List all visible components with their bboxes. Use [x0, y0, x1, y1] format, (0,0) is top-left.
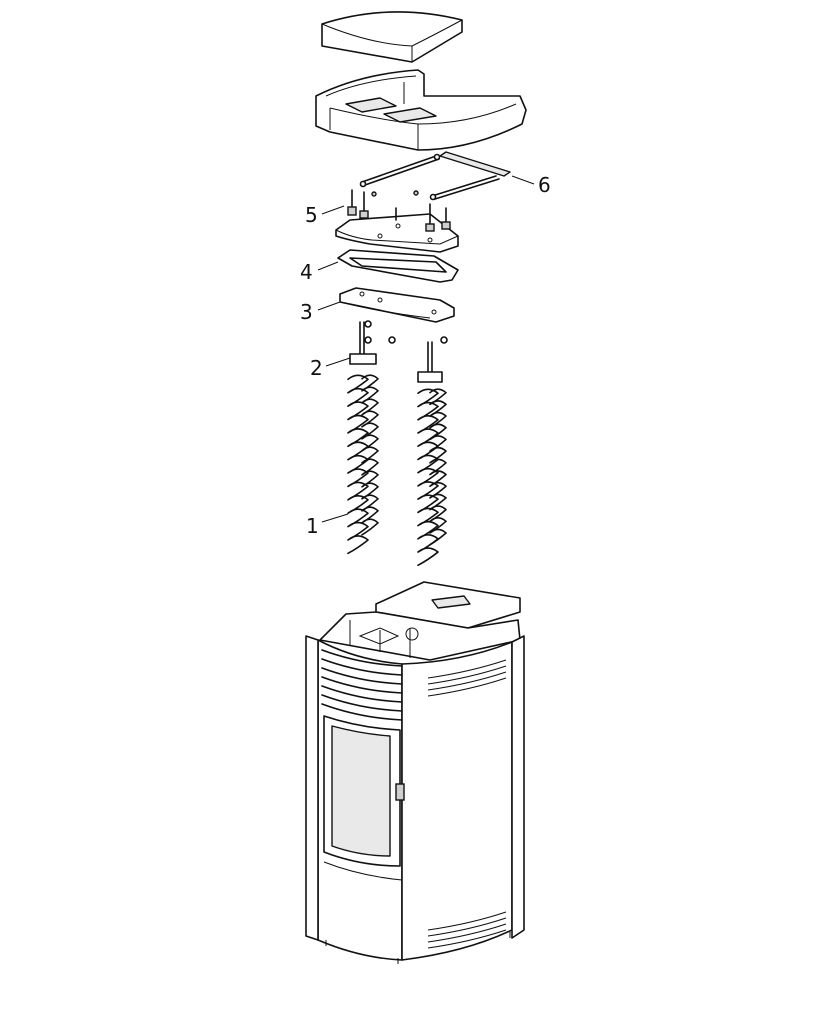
side-vent-slot: [427, 929, 507, 949]
callout-5-label: 5: [305, 203, 318, 227]
grille-slat: [321, 685, 403, 703]
callout-4-label: 4: [300, 260, 313, 284]
grille-slat: [321, 703, 403, 721]
callout-2-label: 2: [310, 356, 323, 380]
callout-1-label: 1: [306, 514, 319, 538]
grille-slat: [321, 694, 403, 712]
side-vent-slot: [427, 659, 507, 679]
grille-slat: [321, 658, 403, 676]
plate-part-5: [335, 189, 459, 253]
gasket-part-4: [337, 249, 459, 283]
stove-body: [305, 581, 525, 964]
side-vent-slot: [427, 665, 507, 685]
callout-1: 1: [306, 513, 349, 538]
spiral-coil: [347, 374, 369, 555]
top-frame-part: [315, 69, 527, 151]
spiral-coil: [417, 388, 439, 567]
rods-part-6: [359, 151, 511, 201]
spiral-coil: [429, 388, 447, 546]
callout-6-label: 6: [538, 173, 551, 197]
callout-3: 3: [300, 300, 341, 324]
side-vent-slot: [427, 677, 507, 697]
side-vent-slot: [427, 923, 507, 943]
top-cover-part: [321, 11, 463, 63]
grille-slat: [321, 649, 403, 667]
side-vent-slot: [427, 671, 507, 691]
spiral-coil: [361, 374, 379, 536]
callout-5: 5: [305, 203, 345, 227]
callout-6: 6: [511, 173, 551, 197]
side-vent-slot: [427, 911, 507, 931]
callout-2: 2: [310, 356, 351, 380]
callout-4: 4: [300, 260, 339, 284]
turbulator-spirals-part-1: [347, 374, 447, 567]
grille-slat: [321, 667, 403, 685]
side-vent-slot: [427, 917, 507, 937]
hangers-part-2: [349, 320, 448, 383]
callout-3-label: 3: [300, 300, 313, 324]
baffle-part-3: [339, 287, 455, 323]
grille-slat: [321, 676, 403, 694]
